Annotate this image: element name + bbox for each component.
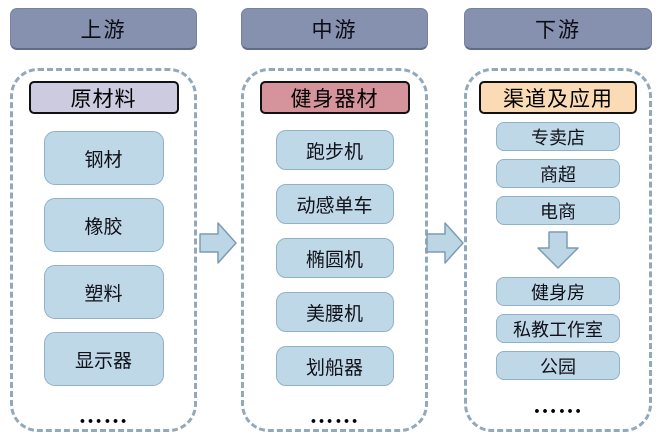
group-label-fitness-equipment: 健身器材 bbox=[259, 81, 410, 114]
item-waist-trimmer: 美腰机 bbox=[275, 292, 394, 332]
right-arrow-icon bbox=[199, 221, 237, 270]
item-display: 显示器 bbox=[43, 332, 164, 386]
item-treadmill: 跑步机 bbox=[275, 130, 394, 170]
item-plastic: 塑料 bbox=[43, 265, 164, 319]
item-label: 跑步机 bbox=[305, 141, 363, 163]
item-elliptical: 椭圆机 bbox=[275, 238, 394, 278]
item-gym: 健身房 bbox=[496, 277, 620, 306]
item-ecommerce: 电商 bbox=[496, 196, 620, 225]
item-label: 橡胶 bbox=[84, 216, 123, 238]
item-personal-training-studio: 私教工作室 bbox=[496, 314, 620, 343]
item-label: 塑料 bbox=[84, 283, 123, 305]
stage-header-upstream: 上游 bbox=[10, 8, 197, 50]
item-label: 划船器 bbox=[305, 357, 363, 379]
downstream-group-container: 渠道及应用 专卖店 商超 电商 健身房 私教工作室 bbox=[464, 68, 652, 432]
stage-header-downstream: 下游 bbox=[464, 8, 652, 50]
ellipsis-downstream: …… bbox=[533, 393, 583, 419]
midstream-group-container: 健身器材 跑步机 动感单车 椭圆机 美腰机 划船器 …… bbox=[241, 68, 428, 432]
stage-header-label: 上游 bbox=[80, 17, 127, 42]
item-steel: 钢材 bbox=[43, 131, 164, 185]
group-label-text: 渠道及应用 bbox=[503, 86, 613, 111]
item-label: 商超 bbox=[540, 164, 576, 185]
column-downstream: 下游 渠道及应用 专卖店 商超 电商 健身房 bbox=[464, 8, 652, 436]
group-label-raw-materials: 原材料 bbox=[28, 81, 179, 114]
item-label: 椭圆机 bbox=[305, 249, 363, 271]
item-label: 美腰机 bbox=[305, 303, 363, 325]
item-rubber: 橡胶 bbox=[43, 198, 164, 252]
group-label-text: 原材料 bbox=[70, 86, 137, 111]
item-rowing-machine: 划船器 bbox=[275, 346, 394, 386]
stage-header-midstream: 中游 bbox=[241, 8, 428, 50]
column-midstream: 中游 健身器材 跑步机 动感单车 椭圆机 美腰机 划船器 …… bbox=[241, 8, 428, 436]
ellipsis-midstream: …… bbox=[309, 403, 360, 429]
group-label-channels-applications: 渠道及应用 bbox=[479, 81, 637, 114]
item-specialty-store: 专卖店 bbox=[496, 122, 620, 151]
item-label: 显示器 bbox=[74, 350, 132, 372]
stage-header-label: 下游 bbox=[535, 17, 581, 42]
column-upstream: 上游 原材料 钢材 橡胶 塑料 显示器 …… bbox=[10, 8, 197, 436]
down-arrow-icon bbox=[537, 231, 579, 269]
item-label: 私教工作室 bbox=[513, 319, 603, 340]
item-label: 健身房 bbox=[531, 282, 585, 303]
group-label-text: 健身器材 bbox=[290, 86, 379, 111]
item-label: 电商 bbox=[540, 201, 576, 222]
item-label: 钢材 bbox=[84, 149, 123, 171]
upstream-group-container: 原材料 钢材 橡胶 塑料 显示器 …… bbox=[10, 68, 197, 432]
item-park: 公园 bbox=[496, 351, 620, 380]
item-supermarket: 商超 bbox=[496, 159, 620, 188]
item-spin-bike: 动感单车 bbox=[275, 184, 394, 224]
ellipsis-upstream: …… bbox=[78, 403, 129, 429]
stage-header-label: 中游 bbox=[311, 17, 358, 42]
right-arrow-icon bbox=[426, 221, 464, 270]
item-label: 专卖店 bbox=[531, 127, 585, 148]
item-label: 公园 bbox=[540, 356, 576, 377]
item-label: 动感单车 bbox=[296, 195, 373, 217]
